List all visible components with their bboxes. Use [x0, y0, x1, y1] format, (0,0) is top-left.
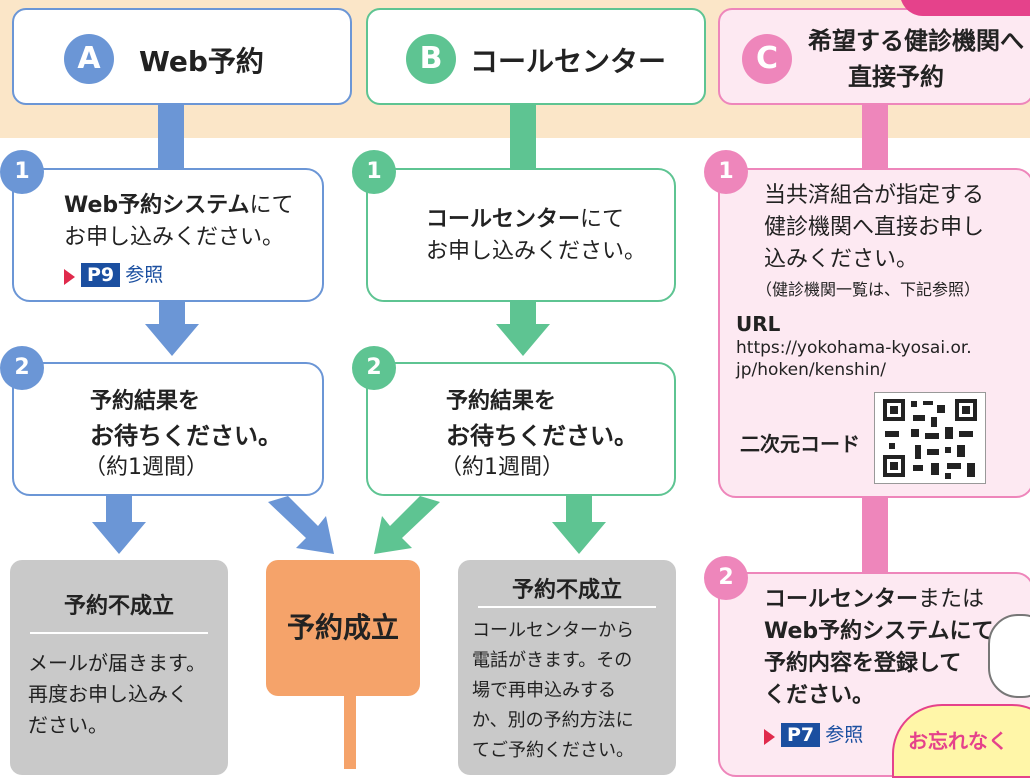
connector-b [510, 105, 536, 175]
ref-page: P7 [781, 723, 821, 747]
step-text: 当共済組合が指定する [764, 183, 985, 208]
step-text: 健診機関へ直接お申し [764, 215, 985, 240]
step-c2: コールセンターまたは Web予約システムにて 予約内容を登録して ください。 P… [718, 572, 1030, 778]
outcome-text: メールが届きます。 [28, 651, 206, 675]
header-direct: C 希望する健診機関へ 直接予約 [718, 8, 1030, 105]
ref-page: P9 [81, 263, 121, 287]
arrow-right-icon [64, 268, 75, 285]
badge-a: A [64, 34, 114, 84]
url-text[interactable]: https://yokohama-kyosai.or. [736, 338, 972, 358]
page-reference[interactable]: P7 参照 [764, 720, 863, 747]
ref-word: 参照 [825, 724, 864, 746]
badge-c: C [742, 34, 792, 84]
outcome-title: 予約不成立 [511, 578, 622, 603]
outcome-text: 再度お申し込みく [28, 682, 188, 706]
header-callcenter: B コールセンター [366, 8, 706, 105]
header-web: A Web予約 [12, 8, 352, 105]
step-text: にて [580, 207, 625, 232]
outcome-text: か、別の予約方法に [472, 710, 634, 731]
step-text: にて [249, 193, 294, 218]
outcome-success: 予約成立 [266, 560, 420, 696]
highlight-text: コールセンター [764, 587, 919, 612]
step-text: または [918, 587, 985, 612]
highlight-text: コールセンター [426, 207, 581, 232]
divider [30, 632, 208, 634]
connector-c [862, 105, 888, 175]
step-number: 1 [704, 150, 748, 194]
step-text: （約1週間） [84, 455, 208, 480]
outcome-fail-web: 予約不成立 メールが届きます。 再度お申し込みく ださい。 [10, 560, 228, 775]
step-text: Web予約システムにて [764, 619, 994, 644]
header-title: コールセンター [470, 45, 667, 78]
outcome-text: てご予約ください。 [472, 740, 634, 761]
url-label: URL [736, 312, 781, 336]
outcome-title: 予約不成立 [63, 594, 174, 619]
step-text: 予約結果を [446, 389, 557, 414]
step-text: お待ちください。 [90, 422, 282, 450]
step-number: 2 [0, 346, 44, 390]
step-number: 1 [0, 150, 44, 194]
badge-b: B [406, 34, 456, 84]
arrow-right-icon [764, 728, 775, 745]
step-number: 2 [704, 556, 748, 600]
reminder-bubble: お忘れなく [892, 704, 1030, 778]
step-text: ください。 [764, 683, 875, 708]
arrow-down-right-icon [268, 496, 334, 554]
step-text: （約1週間） [440, 455, 564, 480]
step-text: お申し込みください。 [64, 225, 285, 250]
step-b2: 予約結果を お待ちください。 （約1週間） [366, 362, 676, 496]
step-text: 予約内容を登録して [764, 651, 962, 676]
ref-word: 参照 [125, 264, 164, 286]
page-reference[interactable]: P9 参照 [64, 260, 163, 287]
step-a2: 予約結果を お待ちください。 （約1週間） [12, 362, 324, 496]
qr-code-icon[interactable] [874, 392, 986, 484]
divider [478, 606, 656, 608]
step-a1: Web予約システムにて お申し込みください。 P9 参照 [12, 168, 324, 302]
outcome-text: 場で再申込みする [472, 680, 616, 701]
note-text: （健診機関一覧は、下記参照） [756, 280, 981, 299]
step-text: お申し込みください。 [426, 239, 647, 264]
step-text: お待ちください。 [446, 422, 638, 450]
header-title-line1: 希望する健診機関へ [808, 27, 1024, 55]
outcome-text: コールセンターから [472, 620, 634, 641]
outcome-title: 予約成立 [286, 611, 399, 644]
arrow-down-left-icon [374, 496, 440, 554]
highlight-text: Web予約システム [64, 193, 250, 218]
step-text: 予約結果を [90, 389, 201, 414]
step-number: 1 [352, 150, 396, 194]
outcome-text: 電話がきます。その [472, 650, 633, 671]
qr-label: 二次元コード [740, 432, 860, 456]
step-text: 込みください。 [764, 247, 919, 272]
mascot-icon [988, 614, 1030, 698]
success-tail [344, 690, 356, 769]
url-text[interactable]: jp/hoken/kenshin/ [736, 360, 886, 380]
step-b1: コールセンターにて お申し込みください。 [366, 168, 676, 302]
arrow-down-icon [145, 300, 199, 356]
outcome-text: ださい。 [28, 713, 108, 737]
corner-badge [900, 0, 1030, 16]
connector-a [158, 105, 184, 175]
arrow-down-icon [92, 496, 146, 554]
arrow-down-icon [496, 300, 550, 356]
arrow-down-icon [552, 496, 606, 554]
outcome-fail-callcenter: 予約不成立 コールセンターから 電話がきます。その 場で再申込みする か、別の予… [458, 560, 676, 775]
header-title: Web予約 [139, 45, 264, 78]
step-number: 2 [352, 346, 396, 390]
step-c1: 当共済組合が指定する 健診機関へ直接お申し 込みください。 （健診機関一覧は、下… [718, 168, 1030, 498]
connector-c2 [862, 495, 888, 575]
header-title-line2: 直接予約 [848, 63, 944, 91]
